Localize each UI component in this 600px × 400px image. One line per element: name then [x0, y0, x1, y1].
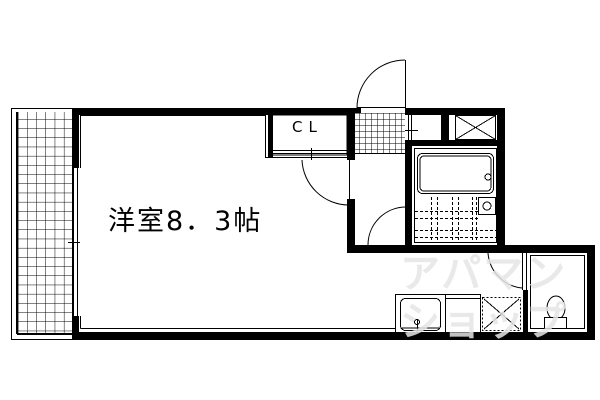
closet [268, 113, 350, 206]
toilet-room [530, 255, 585, 329]
exterior-walls [72, 108, 595, 340]
pipe-shaft [455, 115, 496, 140]
room-label-western-room: 洋室8．3帖 [108, 206, 263, 237]
toilet-door-swing [487, 252, 527, 290]
kitchen [395, 294, 521, 333]
room-inner-lines [68, 115, 395, 329]
room-label-closet: CL [292, 118, 323, 136]
entrance [355, 59, 418, 154]
bathroom [414, 148, 497, 243]
balcony [11, 108, 73, 340]
bath-door [367, 206, 407, 246]
